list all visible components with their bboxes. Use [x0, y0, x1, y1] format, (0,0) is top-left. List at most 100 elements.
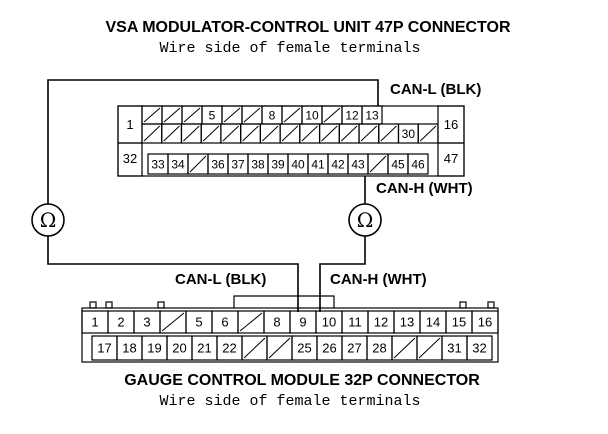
bottom-row1-pin-label: 9	[299, 315, 306, 330]
bottom-connector-title: GAUGE CONTROL MODULE 32P CONNECTOR	[124, 372, 480, 389]
bottom-connector-tab	[459, 301, 467, 309]
top-row1-pin-label: 5	[209, 109, 216, 123]
bottom-row2-pin-label: 25	[297, 341, 311, 356]
top-pin-47: 47	[444, 151, 458, 166]
top-row3-pin-cell	[407, 153, 429, 175]
bottom-row1-pin-label: 6	[221, 315, 228, 330]
top-can-l-label: CAN-L (BLK)	[390, 81, 481, 98]
top-row3-pin-label: 45	[391, 158, 405, 172]
top-pin-47-cell	[437, 142, 465, 177]
top-row2-pin-empty-slot	[419, 125, 437, 142]
bottom-row1-pin-empty-slot	[239, 312, 263, 332]
top-row3-pin-label: 43	[351, 158, 365, 172]
top-row3-pin-label: 46	[411, 158, 425, 172]
top-row3-pin-label: 38	[251, 158, 265, 172]
top-row3-pin-label: 36	[211, 158, 225, 172]
top-row1-pin-empty-slot	[143, 107, 161, 123]
bottom-row2-pin-label: 19	[147, 341, 161, 356]
bottom-connector-tab	[487, 301, 495, 309]
bottom-row2-pin-label: 27	[347, 341, 361, 356]
wire-can-l-top	[47, 79, 379, 204]
bottom-row2-pin-label: 32	[472, 341, 486, 356]
top-row2-pin-empty-slot	[340, 125, 358, 142]
top-row3-pin-label: 37	[231, 158, 245, 172]
top-row2-pin-empty-slot	[202, 125, 220, 142]
bottom-connector-subtitle: Wire side of female terminals	[159, 393, 420, 410]
top-row2-pin-empty-slot	[163, 125, 180, 142]
bottom-row2-pin-cell	[466, 335, 493, 361]
top-row3-pin-label: 42	[331, 158, 345, 172]
bottom-row2-pin-empty-slot	[243, 337, 266, 359]
top-row2-pin-cell	[417, 123, 439, 144]
top-row2-pin-empty-slot	[183, 125, 200, 142]
top-can-h-label: CAN-H (WHT)	[376, 180, 473, 197]
top-row1-pin-label: 8	[269, 109, 276, 123]
bottom-row1-pin-label: 16	[478, 315, 492, 330]
top-row1-pin-empty-slot	[243, 107, 261, 123]
bottom-row1-pin-label: 11	[348, 315, 362, 330]
top-pin-32: 32	[123, 151, 137, 166]
bottom-row1-pin-label: 1	[91, 315, 98, 330]
right-ohm-icon: Ω	[357, 208, 374, 232]
bottom-row2-pin-label: 28	[372, 341, 386, 356]
top-row2-pin-empty-slot	[360, 125, 378, 142]
top-row1-pin-empty-slot	[163, 107, 181, 123]
bottom-row2-pin-empty-slot	[393, 337, 416, 359]
bottom-row1-pin-label: 2	[117, 315, 124, 330]
top-row3-pin-empty-slot	[189, 155, 207, 173]
bottom-row2-pin-label: 20	[172, 341, 186, 356]
top-pin-1: 1	[126, 117, 133, 132]
top-row3-pin-label: 40	[291, 158, 305, 172]
top-row3-pin-label: 33	[151, 158, 165, 172]
top-row1-pin-empty-slot	[183, 107, 201, 123]
wire-can-l-bottom	[47, 236, 299, 312]
bottom-row1-pin-label: 10	[322, 315, 336, 330]
top-row1-pin-label: 10	[305, 109, 319, 123]
top-row3-pin-label: 41	[311, 158, 325, 172]
top-row1-pin-label: 12	[345, 109, 359, 123]
bottom-row1-pin-empty-slot	[161, 312, 185, 332]
bottom-connector-tab	[157, 301, 165, 309]
right-ohmmeter	[348, 203, 382, 237]
bottom-connector-tab	[89, 301, 97, 309]
top-row1-pin-label: 13	[365, 109, 379, 123]
top-row-3: 33 34 36 37 38 39 40 41 42 43 45 46	[147, 153, 429, 175]
bottom-row2-pin-empty-slot	[268, 337, 291, 359]
bottom-row2-pin-label: 17	[97, 341, 111, 356]
top-row2-pin-empty-slot	[301, 125, 318, 142]
top-row-2: 30	[141, 123, 439, 144]
bottom-row1-pin-label: 13	[400, 315, 414, 330]
top-row2-pin-empty-slot	[143, 125, 161, 142]
top-row2-pin-empty-slot	[281, 125, 299, 142]
top-row3-pin-label: 39	[271, 158, 285, 172]
bottom-row1-pin-cell	[471, 310, 499, 334]
bottom-connector-tab	[105, 301, 113, 309]
top-row1-pin-empty-slot	[223, 107, 241, 123]
top-connector-subtitle: Wire side of female terminals	[159, 40, 420, 57]
bottom-row2-pin-empty-slot	[418, 337, 441, 359]
top-row2-pin-empty-slot	[222, 125, 239, 142]
top-pin-16: 16	[444, 117, 458, 132]
top-row1-pin-empty-slot	[323, 107, 341, 123]
bottom-row2-pin-label: 31	[447, 341, 461, 356]
top-row3-pin-empty-slot	[369, 155, 387, 173]
left-ohm-icon: Ω	[40, 208, 57, 232]
bottom-row1-pin-label: 3	[143, 315, 150, 330]
top-row-1: 5 8 10 12 13	[141, 105, 383, 125]
bottom-row1-pin-label: 5	[195, 315, 202, 330]
top-row2-pin-empty-slot	[262, 125, 279, 142]
top-row3-pin-label: 34	[171, 158, 185, 172]
top-row2-pin-empty-slot	[321, 125, 338, 142]
bottom-row2-pin-label: 18	[122, 341, 136, 356]
bottom-connector-body	[81, 307, 499, 363]
bottom-connector-tabs	[89, 301, 495, 309]
bottom-connector-lock	[233, 295, 335, 308]
bottom-row1-pin-label: 15	[452, 315, 466, 330]
bottom-can-h-label: CAN-H (WHT)	[330, 271, 427, 288]
top-pin-32-cell	[117, 142, 143, 177]
bottom-row1-pin-label: 12	[374, 315, 388, 330]
top-connector-title: VSA MODULATOR-CONTROL UNIT 47P CONNECTOR	[105, 19, 511, 36]
